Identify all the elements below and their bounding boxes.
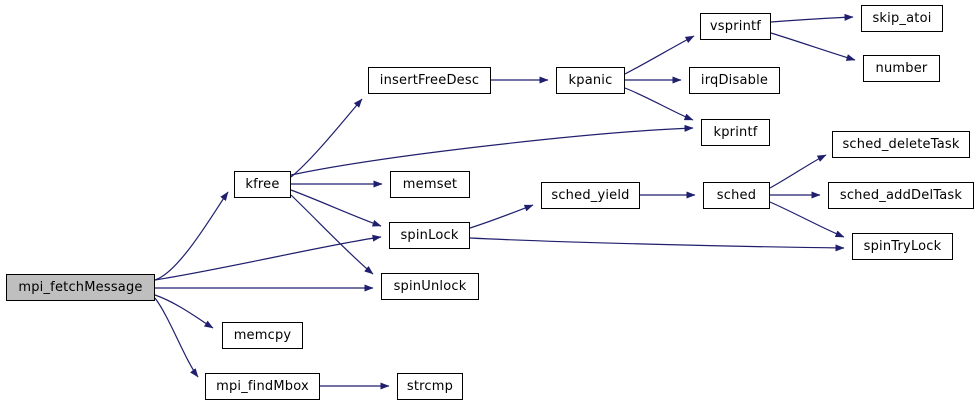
call-edge	[624, 35, 695, 75]
graph-node-kfree[interactable]: kfree	[234, 171, 291, 198]
call-edge	[769, 154, 827, 189]
call-edge	[154, 297, 199, 378]
graph-node-label: kprintf	[713, 125, 758, 140]
graph-node-label: insertFreeDesc	[379, 73, 480, 88]
graph-node-label: skip_atoi	[872, 11, 932, 26]
graph-node-label: memcpy	[233, 328, 292, 343]
graph-node-mpi_findMbox[interactable]: mpi_findMbox	[205, 373, 320, 400]
graph-node-label: sched_deleteTask	[842, 137, 960, 152]
call-edge	[290, 124, 694, 176]
graph-node-number[interactable]: number	[863, 55, 940, 82]
graph-node-vsprintf[interactable]: vsprintf	[700, 13, 771, 40]
graph-node-spinUnlock[interactable]: spinUnlock	[381, 273, 479, 300]
graph-node-insertFreeDesc[interactable]: insertFreeDesc	[368, 67, 491, 94]
graph-node-memset[interactable]: memset	[390, 171, 470, 198]
graph-node-spinLock[interactable]: spinLock	[389, 222, 470, 249]
call-edge	[469, 237, 845, 252]
graph-node-label: mpi_fetchMessage	[18, 280, 143, 295]
graph-node-label: sched_addDelTask	[839, 188, 963, 203]
graph-node-label: sched	[716, 188, 757, 203]
graph-node-kpanic[interactable]: kpanic	[556, 67, 625, 94]
graph-node-label: memset	[402, 177, 458, 192]
graph-node-sched[interactable]: sched	[703, 182, 770, 209]
graph-node-spinTryLock[interactable]: spinTryLock	[852, 233, 953, 260]
graph-node-skip_atoi[interactable]: skip_atoi	[861, 5, 943, 32]
graph-node-label: spinTryLock	[863, 239, 942, 254]
graph-node-sched_yield[interactable]: sched_yield	[541, 182, 640, 209]
graph-node-irqDisable[interactable]: irqDisable	[689, 67, 780, 94]
graph-node-label: number	[875, 61, 928, 76]
call-edge	[290, 98, 363, 178]
call-edge	[154, 234, 382, 281]
graph-node-sched_deleteTask[interactable]: sched_deleteTask	[832, 131, 970, 158]
call-edge	[469, 204, 534, 229]
call-edge	[154, 191, 229, 281]
call-edge	[770, 13, 854, 23]
graph-node-sched_addDelTask[interactable]: sched_addDelTask	[828, 182, 974, 209]
graph-node-mpi_fetchMessage[interactable]: mpi_fetchMessage	[6, 274, 155, 301]
call-edge	[154, 294, 214, 329]
graph-node-memcpy[interactable]: memcpy	[222, 322, 303, 349]
call-edge	[770, 32, 856, 61]
graph-node-label: mpi_findMbox	[216, 379, 309, 394]
graph-node-strcmp[interactable]: strcmp	[397, 373, 463, 400]
graph-node-label: kpanic	[568, 73, 613, 88]
graph-node-label: spinUnlock	[393, 279, 467, 294]
graph-node-kprintf[interactable]: kprintf	[701, 119, 770, 146]
graph-node-label: vsprintf	[709, 19, 762, 34]
graph-node-label: irqDisable	[700, 73, 769, 88]
graph-node-label: strcmp	[406, 379, 454, 394]
call-edge	[290, 194, 374, 275]
graph-node-label: sched_yield	[551, 188, 630, 203]
call-edge	[624, 87, 694, 121]
graph-node-label: spinLock	[400, 228, 459, 243]
graph-node-label: kfree	[245, 177, 280, 192]
call-edge	[290, 189, 382, 227]
